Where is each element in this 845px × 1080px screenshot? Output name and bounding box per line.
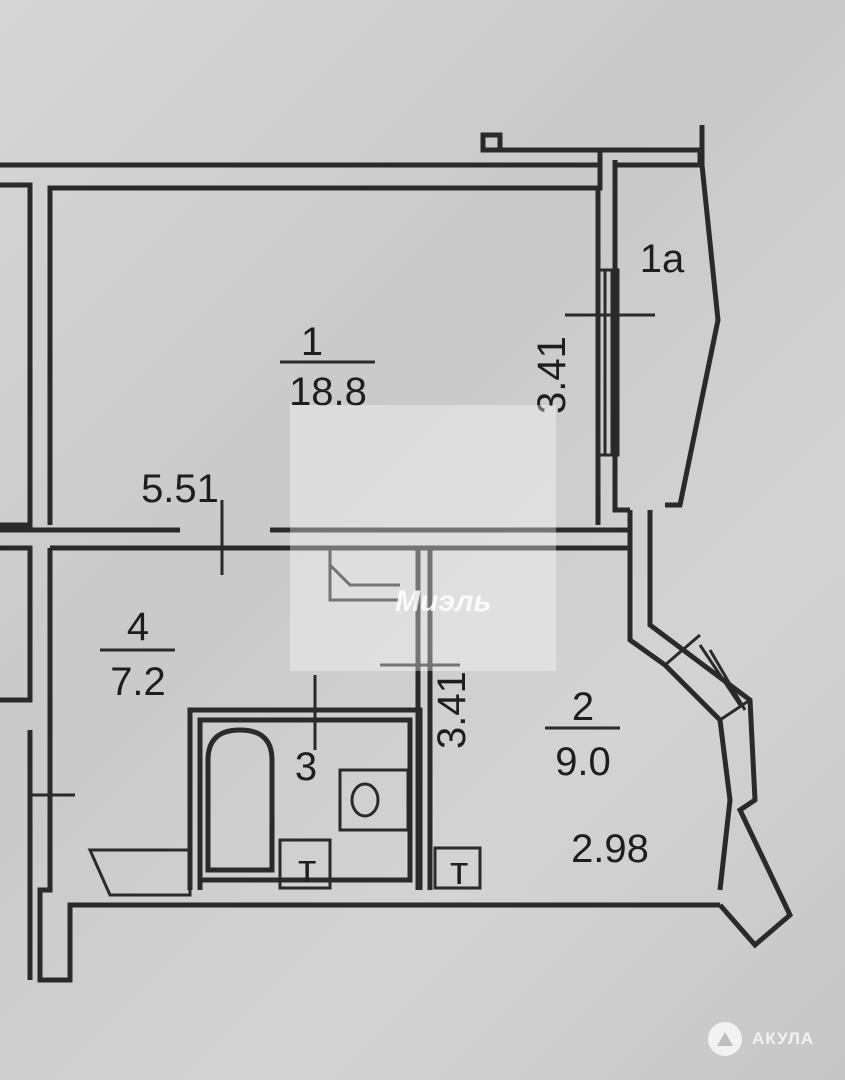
hall-height: 3.41	[430, 671, 474, 749]
toilet-icon	[338, 768, 410, 832]
bathtub-icon	[205, 727, 275, 873]
watermark	[290, 405, 556, 671]
logo-text: АКУЛА	[752, 1029, 815, 1048]
hall-width: 2.98	[571, 827, 649, 871]
dimension-ticks	[30, 313, 655, 797]
room-4-number: 4	[127, 605, 149, 649]
room-1-width: 5.51	[141, 467, 219, 511]
room-2-area: 9.0	[555, 740, 611, 784]
room-1-number: 1	[301, 320, 323, 364]
room-1-area: 18.8	[289, 370, 367, 414]
room-4-area: 7.2	[110, 660, 166, 704]
riser-label: т	[450, 849, 468, 893]
logo: АКУЛА	[708, 1022, 814, 1056]
fixtures: т т	[87, 727, 482, 897]
room-3-number: 3	[295, 745, 317, 789]
shark-logo-icon	[708, 1022, 742, 1056]
walls	[0, 125, 794, 983]
room-1-height: 3.41	[530, 336, 574, 414]
sink-icon	[87, 848, 192, 897]
room-1a-number: 1а	[640, 237, 685, 281]
watermark-text: Миэль	[395, 585, 492, 618]
riser-label: т	[298, 847, 316, 891]
room-2-number: 2	[572, 685, 594, 729]
